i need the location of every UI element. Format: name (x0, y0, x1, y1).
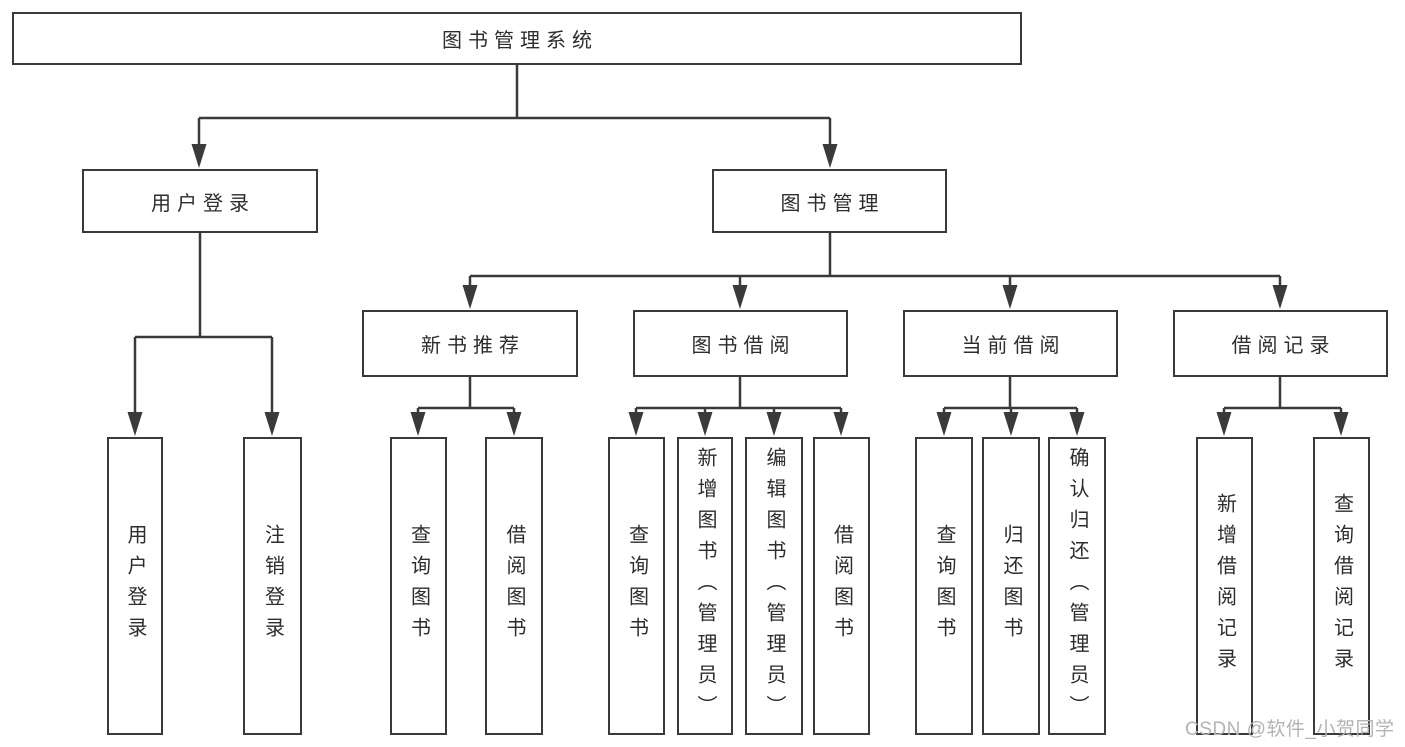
node-user-login-label: 用户登录 (151, 192, 255, 215)
arrow-cb-c1 (936, 412, 952, 436)
leaf-query-books-recommend-label: 查询图书 (407, 524, 430, 648)
arrow-bb-c3 (766, 412, 782, 436)
leaf-logout-login-label: 注销登录 (261, 524, 284, 648)
node-root-system-label: 图书管理系统 (442, 30, 598, 52)
arrow-into-new-book (462, 285, 478, 309)
edge-root-split (197, 65, 832, 164)
node-book-management-label: 图书管理 (780, 192, 885, 215)
edge-book-mgmt-split (468, 233, 1282, 305)
node-current-borrow-label: 当前借阅 (961, 335, 1066, 357)
leaf-user-login-label: 用户登录 (124, 524, 146, 648)
arrow-bb-c2 (697, 412, 713, 436)
edge-user-login-split (133, 233, 274, 432)
arrow-cb-c2 (1003, 412, 1019, 436)
edge-new-book-split (416, 377, 516, 432)
node-book-borrow-label: 图书借阅 (691, 335, 796, 357)
leaf-query-books-borrow-label: 查询图书 (625, 524, 648, 648)
arrow-nb-c1 (410, 412, 426, 436)
arrow-into-user-login (191, 144, 207, 168)
leaf-add-book-admin: 新增图书（管理员） (677, 437, 733, 735)
arrow-into-current-borrow (1002, 285, 1018, 309)
leaf-edit-book-admin-label: 编辑图书（管理员） (763, 446, 785, 726)
leaf-confirm-return-admin: 确认归还（管理员） (1048, 437, 1106, 735)
arrow-bb-c4 (833, 412, 849, 436)
node-new-book-recommend: 新书推荐 (362, 310, 578, 377)
leaf-edit-book-admin: 编辑图书（管理员） (745, 437, 803, 735)
edge-borrow-records-split (1222, 377, 1343, 432)
leaf-return-book: 归还图书 (982, 437, 1040, 735)
leaf-borrow-books-recommend: 借阅图书 (485, 437, 543, 735)
leaf-confirm-return-admin-label: 确认归还（管理员） (1066, 446, 1088, 726)
edge-book-borrow-split (634, 377, 843, 432)
leaf-add-borrow-record: 新增借阅记录 (1196, 437, 1253, 735)
leaf-query-books-current-label: 查询图书 (933, 524, 955, 648)
node-new-book-recommend-label: 新书推荐 (421, 335, 525, 357)
leaf-query-books-recommend: 查询图书 (390, 437, 447, 735)
arrow-into-leaf-user-login (127, 412, 143, 436)
arrow-into-book-mgmt (822, 144, 838, 168)
leaf-logout-login: 注销登录 (243, 437, 302, 735)
csdn-watermark: CSDN @软件_小贺同学 (1185, 719, 1395, 740)
node-current-borrow: 当前借阅 (903, 310, 1118, 377)
leaf-user-login: 用户登录 (107, 437, 163, 735)
node-user-login: 用户登录 (82, 169, 318, 233)
arrow-into-leaf-logout (264, 412, 280, 436)
leaf-borrow-books-label: 借阅图书 (830, 524, 853, 648)
leaf-query-borrow-record: 查询借阅记录 (1313, 437, 1370, 735)
arrow-into-borrow-records (1272, 285, 1288, 309)
arrow-br-c2 (1333, 412, 1349, 436)
leaf-add-book-admin-label: 新增图书（管理员） (694, 446, 716, 726)
arrow-into-book-borrow (732, 285, 748, 309)
leaf-borrow-books-recommend-label: 借阅图书 (503, 524, 525, 648)
arrow-nb-c2 (506, 412, 522, 436)
arrow-bb-c1 (628, 412, 644, 436)
leaf-return-book-label: 归还图书 (1000, 524, 1022, 648)
leaf-add-borrow-record-label: 新增借阅记录 (1213, 493, 1236, 679)
leaf-borrow-books: 借阅图书 (813, 437, 870, 735)
arrow-cb-c3 (1069, 412, 1085, 436)
node-borrow-records-label: 借阅记录 (1231, 335, 1336, 357)
leaf-query-books-current: 查询图书 (915, 437, 973, 735)
arrowheads (127, 144, 1349, 436)
node-book-management: 图书管理 (712, 169, 947, 233)
node-borrow-records: 借阅记录 (1173, 310, 1388, 377)
node-book-borrow: 图书借阅 (633, 310, 848, 377)
arrow-br-c1 (1216, 412, 1232, 436)
leaf-query-books-borrow: 查询图书 (608, 437, 665, 735)
leaf-query-borrow-record-label: 查询借阅记录 (1330, 493, 1353, 679)
node-root-system: 图书管理系统 (12, 12, 1022, 65)
